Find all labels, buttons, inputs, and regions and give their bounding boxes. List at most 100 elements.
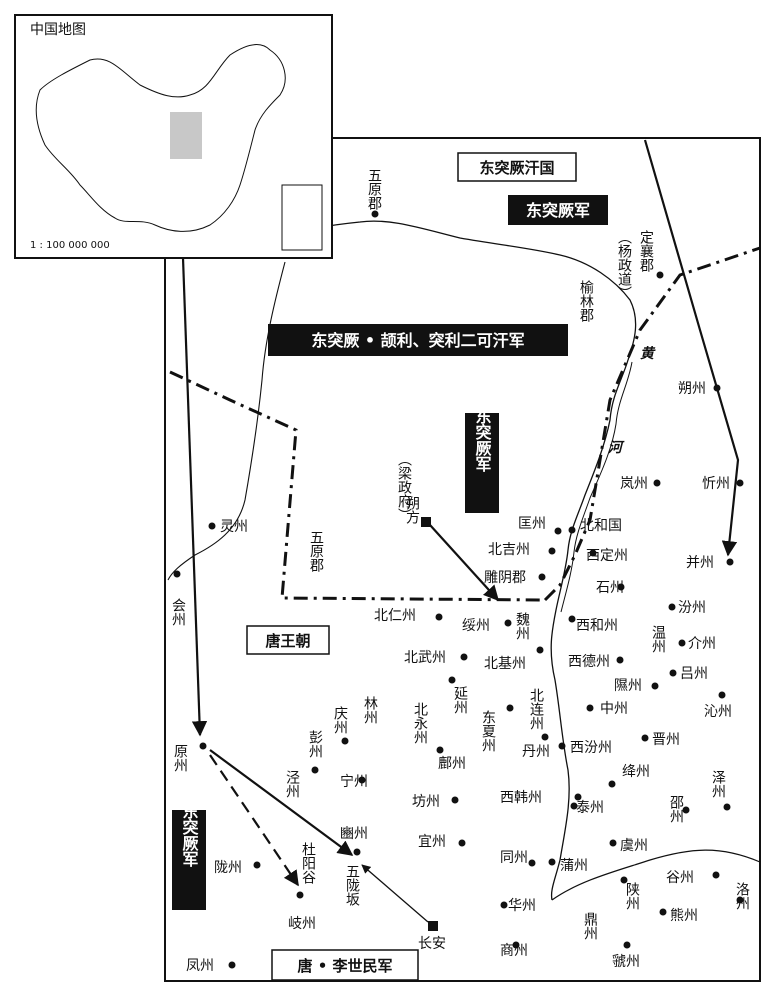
place-label-guzhou: 谷州	[666, 870, 694, 886]
tang-arrow	[361, 864, 429, 923]
place-marker-taizhou	[570, 802, 578, 810]
banner-sw-army: 东突厥军	[172, 802, 206, 910]
label-tang-army: 唐 • 李世民军	[271, 949, 419, 981]
place-marker-diaoyin	[538, 573, 546, 581]
place-label-danzhou: 丹州	[522, 744, 550, 760]
place-label-shuofang: 朔方	[404, 496, 420, 525]
place-marker-xide	[616, 656, 624, 664]
place-label-ningzhou: 宁州	[340, 773, 368, 790]
place-marker-fenzhou	[668, 603, 676, 611]
place-marker-lanzhou	[653, 479, 661, 487]
place-marker-huizhou	[173, 570, 181, 578]
place-label-binzhou: 豳州	[340, 826, 368, 842]
place-marker-danzhou	[541, 733, 549, 741]
place-label-lingzhou: 灵州	[220, 519, 248, 535]
place-marker-lvzhou	[669, 669, 677, 677]
place-marker-yizhou	[458, 839, 466, 847]
place-label-guozhou: 虢州	[612, 954, 640, 970]
state-tang: 唐王朝	[246, 625, 330, 655]
place-label-diaoyin: 雕阴郡	[484, 570, 526, 586]
svg-text:唐 • 李世民军: 唐 • 李世民军	[297, 957, 392, 975]
place-label-weizhou: 魏州	[514, 612, 530, 640]
place-marker-ningzhou	[358, 776, 366, 784]
place-label-yanzhou: 延州	[452, 686, 468, 714]
place-label-fenzhou: 汾州	[678, 600, 706, 616]
place-label-yuanzhou: 原州	[172, 744, 188, 772]
tang-boundary-west	[169, 370, 546, 602]
place-label-beiren: 北仁州	[374, 608, 416, 624]
place-label-shanzhou: 陕州	[624, 882, 640, 910]
place-marker-xizhou	[651, 682, 659, 690]
place-marker-beiwu	[460, 653, 468, 661]
army-arrow-to-binzhou	[209, 749, 354, 856]
place-marker-yuanzhou	[199, 742, 207, 750]
army-arrow-center	[429, 524, 500, 602]
river-east	[551, 849, 761, 901]
place-label-yulin: 榆林郡	[578, 280, 594, 322]
place-marker-xihan	[574, 793, 582, 801]
place-label-wulongban: 五陇坂	[344, 864, 360, 906]
place-label-fengzhou: 凤州	[186, 958, 214, 974]
place-marker-wuyuan_n	[371, 210, 379, 218]
place-label-jiezhou: 介州	[688, 636, 716, 652]
place-label-qinzhou: 沁州	[704, 704, 732, 720]
place-label-fangzhou: 坊州	[412, 794, 440, 810]
place-label-beiji: 北吉州	[488, 542, 530, 558]
place-label-pengzhou: 彭州	[307, 730, 323, 758]
inset-map: 中国地图 1 : 100 000 000	[14, 14, 333, 259]
place-label-lanzhou: 岚州	[620, 476, 648, 492]
place-label-linzhou: 林州	[362, 696, 378, 724]
place-label-xiongzhou: 熊州	[670, 908, 698, 924]
place-label-xizhou: 隰州	[614, 678, 642, 694]
place-marker-qinzhou	[718, 691, 726, 699]
place-marker-guzhou	[712, 871, 720, 879]
place-label-wuyuan_n: 五原郡	[366, 168, 382, 210]
place-label-river1: 黄	[640, 345, 656, 362]
army-arrow-main	[181, 257, 208, 737]
place-marker-shizhou	[617, 583, 625, 591]
tang-boundary-east	[543, 246, 761, 602]
banner-ne-army: 东突厥军	[508, 195, 608, 225]
place-label-bingzhou: 并州	[686, 555, 714, 571]
place-label-shangzhou: 商州	[500, 943, 528, 959]
place-marker-huazhou	[500, 901, 508, 909]
place-label-beiyong: 北永州	[412, 702, 428, 744]
highlight-region	[170, 112, 202, 159]
inset-scale: 1 : 100 000 000	[30, 240, 110, 251]
place-label-beihe: 北和国	[580, 518, 622, 534]
place-marker-tongzhou	[528, 859, 536, 867]
place-label-qizhou: 岐州	[288, 916, 316, 932]
china-outline	[35, 44, 286, 232]
svg-text:东突厥汗国: 东突厥汗国	[479, 159, 554, 177]
place-marker-zezhou	[723, 803, 731, 811]
place-marker-puzhou	[548, 858, 556, 866]
svg-text:东突厥 • 颉利、突利二可汗军: 东突厥 • 颉利、突利二可汗军	[311, 331, 524, 350]
place-marker-dongxia	[506, 704, 514, 712]
place-label-fuzhou: 鄜州	[438, 756, 466, 772]
army-arrow-to-duyanggu	[209, 754, 299, 887]
place-label-suizhou: 绥州	[462, 618, 490, 634]
place-marker-jinzhou	[641, 734, 649, 742]
svg-text:唐王朝: 唐王朝	[265, 632, 310, 650]
place-label-beiji2: 北基州	[484, 655, 526, 672]
place-marker-lingzhou	[208, 522, 216, 530]
place-marker-fangzhou	[451, 796, 459, 804]
place-label-shuozhou: 朔州	[678, 381, 706, 397]
place-label-puzhou: 蒲州	[560, 858, 588, 874]
place-label-qingzhou: 庆州	[332, 706, 348, 734]
place-marker-jiezhou	[678, 639, 686, 647]
state-east-turk: 东突厥汗国	[457, 152, 577, 182]
place-label-kuangzhou: 匡州	[518, 516, 546, 532]
place-marker-binzhou	[353, 848, 361, 856]
place-label-taizhou: 泰州	[576, 800, 604, 816]
place-marker-yuzhou	[609, 839, 617, 847]
place-label-xihe: 西和州	[576, 618, 618, 634]
place-label-dongxia: 东夏州	[480, 710, 496, 752]
svg-text:东突厥军: 东突厥军	[473, 407, 492, 473]
place-label-dingxiang: 定襄郡	[638, 230, 654, 272]
place-marker-beihe	[568, 526, 576, 534]
place-marker-fengzhou	[228, 961, 236, 969]
place-label-shaozhou: 邵州	[668, 795, 684, 823]
place-label-liang_zheng_fu: （梁政府）	[396, 452, 412, 522]
place-marker-xiding	[589, 549, 597, 557]
